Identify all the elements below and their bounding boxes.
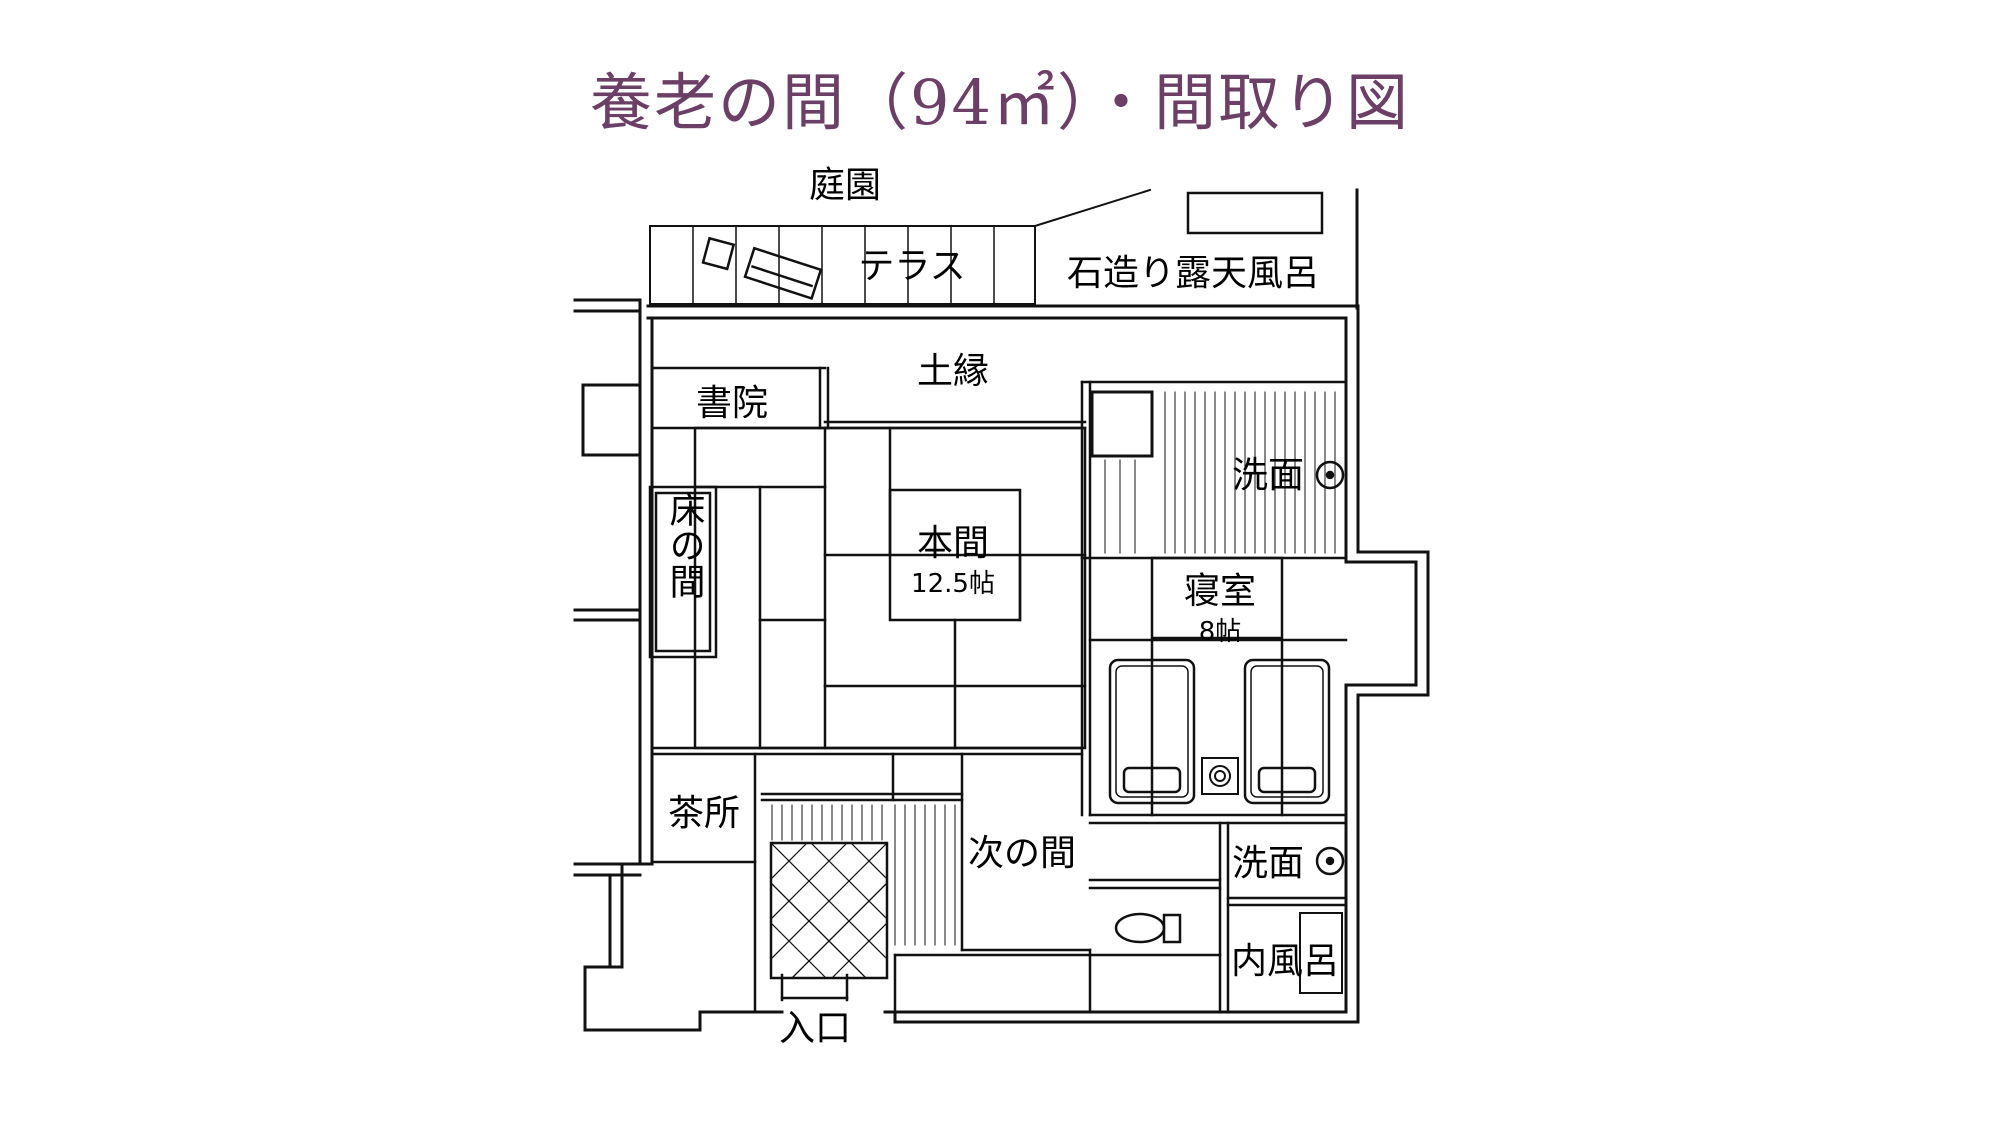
label-bedroom: 寝室	[1184, 571, 1256, 612]
left-neighbor-walls	[573, 298, 642, 877]
label-tokonoma: 床の間	[664, 491, 705, 599]
bath-tub-outline	[1186, 191, 1324, 235]
sink-bottom-icon	[1315, 846, 1345, 876]
indoor-tub-outline	[1299, 912, 1343, 994]
nightstand-icon	[1201, 757, 1239, 795]
terrace-outline	[649, 225, 1036, 305]
terrace-sofa-icon	[743, 246, 823, 300]
label-main-room-size: 12.5帖	[911, 569, 995, 599]
label-main-room: 本間	[917, 523, 989, 564]
terrace-chair-icon	[701, 236, 736, 271]
label-garden: 庭園	[809, 165, 881, 206]
toilet-icon	[1114, 912, 1182, 944]
bed-left-icon	[1108, 658, 1196, 805]
label-veranda: 土縁	[917, 351, 989, 392]
washroom-top-hatching	[1104, 391, 1336, 554]
interior-walls	[648, 366, 1348, 1014]
genkan-hatching	[771, 804, 956, 946]
label-next-room: 次の間	[968, 833, 1076, 874]
label-bedroom-size: 8帖	[1199, 617, 1242, 647]
label-washroom-top: 洗面	[1232, 455, 1304, 496]
label-shoin: 書院	[696, 383, 768, 424]
exterior-walls	[583, 298, 1430, 1032]
page-title: 養老の間（94㎡）・間取り図	[590, 66, 1410, 139]
room-labels: 庭園 テラス 石造り露天風呂 土縁 書院 床の間 本間 12.5帖 洗面 寝室 …	[664, 165, 1340, 1049]
terrace-boards	[692, 225, 995, 305]
label-terrace: テラス	[858, 246, 965, 287]
entrance-stone-floor	[769, 841, 889, 980]
label-washroom-bottom: 洗面	[1232, 843, 1304, 884]
label-tea-corner: 茶所	[668, 793, 740, 834]
bed-right-icon	[1243, 658, 1331, 805]
entrance-diamond-pattern	[771, 843, 887, 978]
sink-top-icon	[1315, 460, 1345, 490]
label-indoor-bath: 内風呂	[1231, 941, 1339, 982]
label-open-air-bath: 石造り露天風呂	[1067, 253, 1319, 294]
bath-wall-diagonal	[1033, 188, 1152, 228]
label-entrance: 入口	[779, 1008, 851, 1049]
plan-lines	[573, 188, 1430, 1032]
